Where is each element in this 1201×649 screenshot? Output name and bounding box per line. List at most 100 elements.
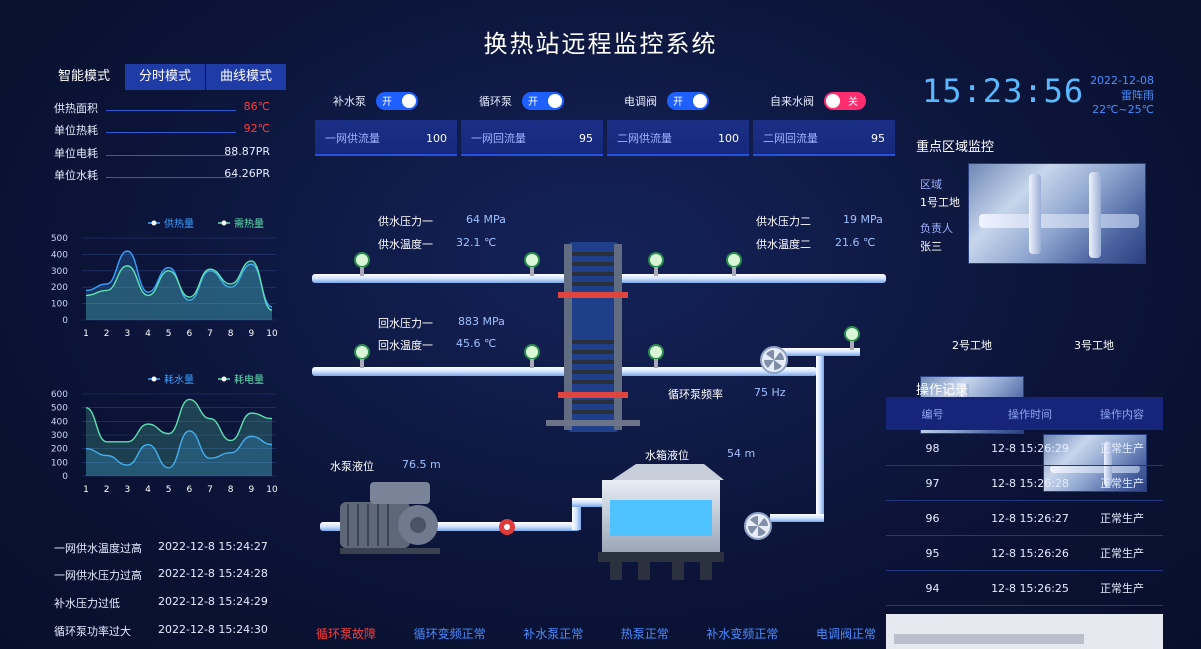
alarm-time: 2022-12-8 15:24:27 bbox=[158, 540, 268, 553]
x-tick-label: 7 bbox=[207, 485, 213, 495]
x-tick-label: 9 bbox=[248, 485, 254, 495]
supply-pressure-1-value: 64 MPa bbox=[466, 213, 506, 226]
legend-label: 需热量 bbox=[234, 217, 264, 230]
x-tick-label: 6 bbox=[186, 329, 192, 339]
x-tick-label: 4 bbox=[145, 329, 151, 339]
fan-icon-lower bbox=[744, 512, 772, 540]
switch-circ-pump: 循环泵 开 bbox=[479, 92, 564, 110]
stat-divider bbox=[106, 177, 236, 178]
y-tick-label: 0 bbox=[62, 472, 68, 482]
log-cell: 96 bbox=[925, 511, 940, 525]
stat-divider bbox=[106, 155, 236, 156]
switch-label: 循环泵 bbox=[479, 95, 512, 108]
makeup-pump-toggle[interactable]: 开 bbox=[376, 92, 418, 110]
table-row: 95 12-8 15:26:26 正常生产 bbox=[886, 536, 1163, 571]
monitor-main-image[interactable] bbox=[968, 163, 1146, 264]
legend-label: 耗电量 bbox=[234, 373, 264, 386]
supply-temp-2-value: 21.6 ℃ bbox=[835, 236, 876, 249]
log-title: 操作记录 bbox=[916, 383, 969, 398]
flow-value: 95 bbox=[871, 131, 885, 145]
alarm-time: 2022-12-8 15:24:29 bbox=[158, 595, 268, 608]
stat-label: 单位电耗 bbox=[54, 147, 98, 160]
elec-valve-toggle[interactable]: 开 bbox=[667, 92, 709, 110]
monitor-thumb-3[interactable] bbox=[1043, 434, 1147, 492]
series-area bbox=[86, 399, 272, 476]
alarm-text: 循环泵功率过大 bbox=[54, 625, 131, 638]
circ-pump-toggle[interactable]: 开 bbox=[522, 92, 564, 110]
valve-icon bbox=[499, 519, 515, 535]
log-cell: 12-8 15:26:25 bbox=[991, 581, 1069, 595]
toggle-state: 关 bbox=[848, 97, 858, 108]
log-scrollbar[interactable] bbox=[886, 614, 1163, 649]
flow-label: 二网供流量 bbox=[617, 132, 672, 145]
log-cell: 12-8 15:26:26 bbox=[991, 546, 1069, 560]
x-tick-label: 3 bbox=[124, 329, 130, 339]
date-text: 2022-12-08 bbox=[1090, 74, 1154, 87]
switch-tap-valve: 自来水阀 关 bbox=[770, 92, 866, 110]
stat-value: 86℃ bbox=[243, 100, 270, 113]
tap-valve-toggle[interactable]: 关 bbox=[824, 92, 866, 110]
page-title: 换热站远程监控系统 bbox=[483, 30, 718, 58]
series-area bbox=[86, 430, 272, 476]
alarm-time: 2022-12-8 15:24:28 bbox=[158, 567, 268, 580]
toggle-knob bbox=[548, 94, 562, 108]
stat-unit-power: 单位电耗 88.87PR bbox=[54, 145, 274, 163]
y-tick-label: 100 bbox=[51, 458, 68, 468]
series-line bbox=[85, 260, 273, 311]
log-cell: 12-8 15:26:27 bbox=[991, 511, 1069, 525]
switch-label: 补水泵 bbox=[333, 95, 366, 108]
log-header-id: 编号 bbox=[921, 407, 944, 421]
log-cell: 98 bbox=[925, 441, 940, 455]
return-pressure-1-value: 883 MPa bbox=[458, 315, 505, 328]
table-row: 97 12-8 15:26:28 正常生产 bbox=[886, 466, 1163, 501]
log-header-content: 操作内容 bbox=[1100, 407, 1144, 421]
alarm-time: 2022-12-8 15:24:30 bbox=[158, 623, 268, 636]
log-cell: 97 bbox=[925, 476, 940, 490]
log-table-header: 编号 操作时间 操作内容 bbox=[886, 397, 1163, 430]
toggle-knob bbox=[402, 94, 416, 108]
tank-level-label: 水箱液位 bbox=[645, 449, 689, 462]
stat-label: 单位水耗 bbox=[54, 169, 98, 182]
status-item: 循环变频正常 bbox=[413, 627, 486, 641]
stat-value: 64.26PR bbox=[224, 167, 270, 180]
flow-box: 一网供流量 100 bbox=[315, 120, 457, 156]
log-cell: 正常生产 bbox=[1100, 582, 1144, 595]
tab-curve-mode[interactable]: 曲线模式 bbox=[205, 64, 287, 90]
fan-icon-upper bbox=[760, 346, 788, 374]
pump-freq-value: 75 Hz bbox=[754, 386, 786, 399]
fan-pipe bbox=[770, 348, 860, 356]
alarm-row: 补水压力过低 2022-12-8 15:24:29 bbox=[54, 595, 268, 611]
gauge-icons bbox=[354, 252, 860, 368]
x-tick-label: 10 bbox=[266, 329, 278, 339]
supply-temp-1-value: 32.1 ℃ bbox=[456, 236, 497, 249]
legend-label: 供热量 bbox=[164, 217, 194, 230]
y-tick-label: 600 bbox=[51, 390, 68, 400]
table-row: 94 12-8 15:26:25 正常生产 bbox=[886, 571, 1163, 606]
y-tick-label: 200 bbox=[51, 445, 68, 455]
pump-level-value: 76.5 m bbox=[402, 458, 441, 471]
y-tick-label: 300 bbox=[51, 267, 68, 277]
flow-value: 100 bbox=[718, 131, 739, 145]
table-row: 96 12-8 15:26:27 正常生产 bbox=[886, 501, 1163, 536]
y-tick-label: 500 bbox=[51, 234, 68, 244]
tab-smart-mode[interactable]: 智能模式 bbox=[58, 69, 111, 84]
riser-pipe bbox=[816, 348, 824, 518]
x-tick-label: 6 bbox=[186, 485, 192, 495]
status-item: 补水泵正常 bbox=[523, 627, 584, 641]
legend-dot bbox=[221, 220, 227, 226]
tab-timeshare-mode[interactable]: 分时模式 bbox=[124, 64, 206, 90]
switch-label: 电调阀 bbox=[624, 95, 657, 108]
stat-value: 92℃ bbox=[243, 122, 270, 135]
return-temp-1-label: 回水温度一 bbox=[378, 339, 433, 352]
scrollbar-thumb[interactable] bbox=[894, 634, 1084, 644]
owner-label: 负责人 bbox=[920, 222, 953, 235]
x-tick-label: 2 bbox=[104, 329, 110, 339]
x-tick-label: 9 bbox=[248, 329, 254, 339]
series-line bbox=[85, 430, 273, 469]
monitor-title: 重点区域监控 bbox=[916, 140, 995, 155]
flow-label: 一网回流量 bbox=[471, 132, 526, 145]
log-cell: 正常生产 bbox=[1100, 442, 1144, 455]
weather-text: 雷阵雨 22℃~25℃ bbox=[1092, 89, 1154, 116]
